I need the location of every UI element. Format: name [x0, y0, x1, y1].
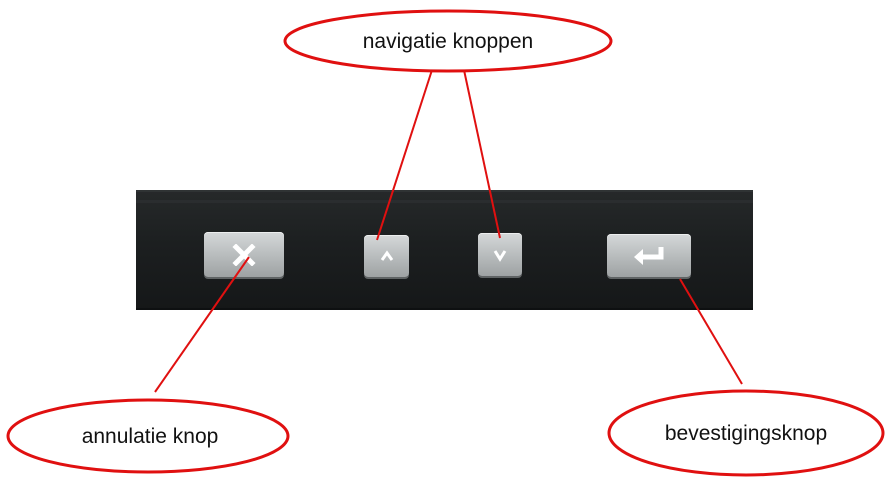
callout-navigation: navigatie knoppen — [283, 9, 613, 73]
up-key[interactable] — [364, 235, 409, 277]
enter-key[interactable] — [607, 234, 691, 277]
callout-confirm-label: bevestigingsknop — [665, 422, 827, 445]
callout-cancel: annulatie knop — [6, 398, 290, 474]
callout-cancel-label: annulatie knop — [82, 425, 219, 448]
leader-line-nav-down — [463, 69, 501, 239]
chevron-up-icon — [380, 250, 393, 261]
down-key[interactable] — [478, 233, 522, 276]
return-arrow-icon — [634, 246, 664, 265]
callout-cancel-outline — [6, 398, 290, 474]
close-icon — [232, 243, 256, 266]
callout-confirm-outline — [607, 389, 885, 477]
leader-line-confirm — [679, 278, 743, 385]
device-button-panel — [136, 190, 753, 310]
leader-line-nav-up — [376, 69, 433, 241]
leader-line-cancel — [154, 256, 250, 393]
chevron-down-icon — [493, 249, 507, 262]
callout-confirm: bevestigingsknop — [607, 389, 885, 477]
callout-navigation-outline — [283, 9, 613, 73]
callout-navigation-label: navigatie knoppen — [363, 30, 533, 53]
panel-edge — [136, 200, 753, 203]
cancel-key[interactable] — [204, 232, 284, 277]
